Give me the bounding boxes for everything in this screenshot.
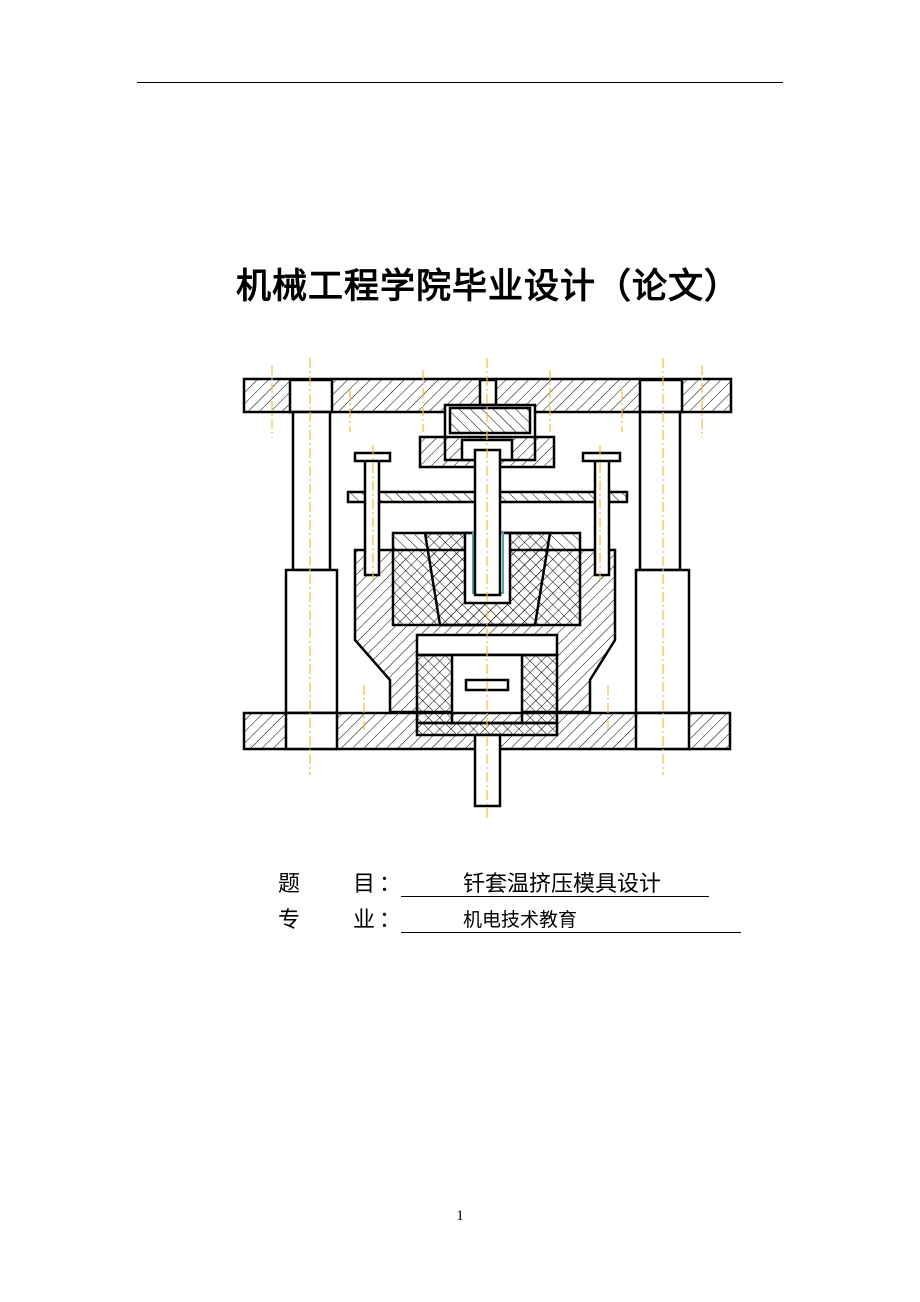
document-title: 机械工程学院毕业设计（论文） bbox=[235, 267, 740, 307]
major-value: 机电技术教育 bbox=[401, 902, 741, 933]
guide-pillar-right bbox=[638, 410, 682, 572]
topic-text: 钎套温挤压模具设计 bbox=[463, 872, 662, 897]
centerlines bbox=[271, 358, 703, 820]
field-label-char: 专 bbox=[278, 908, 301, 933]
guide-pillar-left bbox=[291, 410, 332, 572]
field-label-char: 业 bbox=[353, 908, 376, 933]
die-assembly-drawing bbox=[242, 358, 733, 820]
header-rule bbox=[137, 82, 783, 83]
field-label-char: 题 bbox=[278, 872, 301, 897]
field-colon: ： bbox=[379, 872, 402, 897]
topic-value: 钎套温挤压模具设计 bbox=[401, 866, 709, 897]
field-label-char: 目 bbox=[353, 872, 376, 897]
major-text: 机电技术教育 bbox=[463, 909, 578, 931]
page-number: 1 bbox=[456, 1208, 464, 1224]
field-colon: ： bbox=[379, 908, 402, 933]
